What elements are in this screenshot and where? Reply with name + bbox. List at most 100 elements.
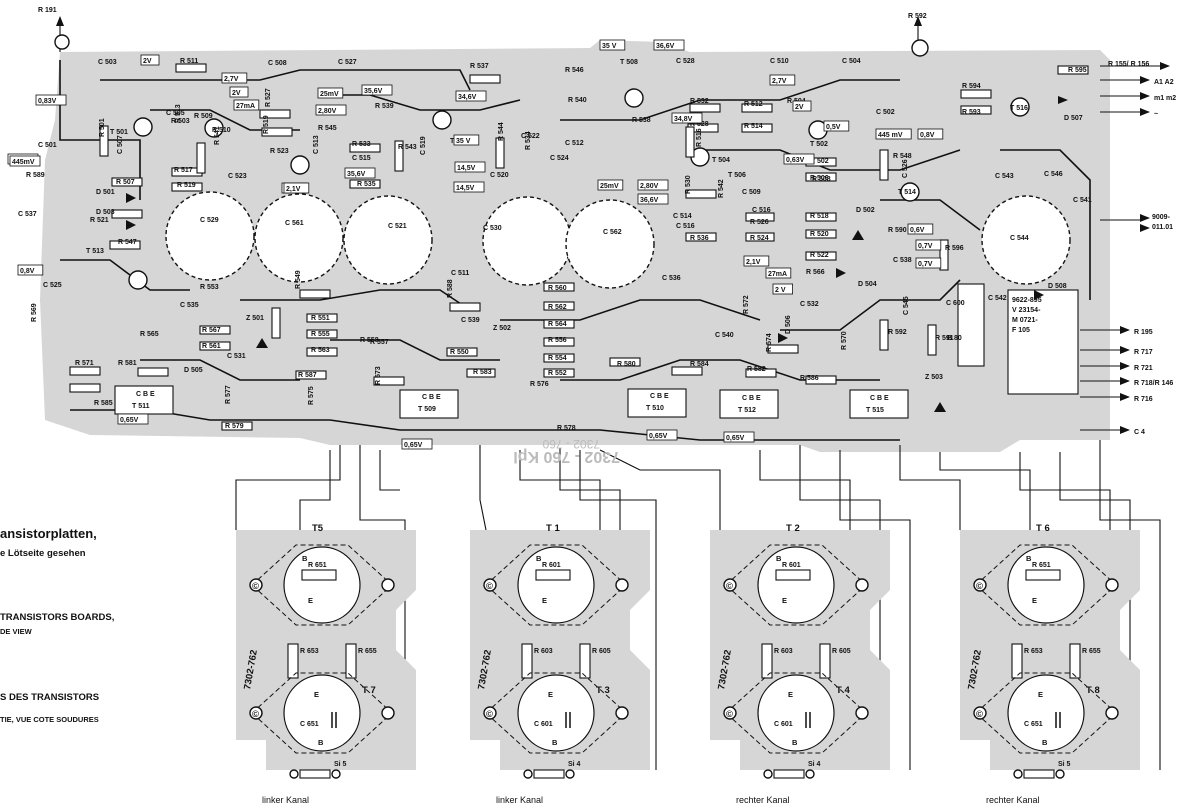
resistor xyxy=(579,643,591,679)
component-label: R 546 xyxy=(565,67,584,74)
copyright-mark: © xyxy=(976,581,983,592)
voltage-label: 34,6V xyxy=(458,94,477,101)
pin-labels: C B E xyxy=(742,395,761,402)
channel-label: rechter Kanal xyxy=(986,795,1040,805)
component-label: R 571 xyxy=(75,360,94,367)
component-label: R 516 xyxy=(696,128,703,147)
voltage-label: 2V xyxy=(795,104,804,111)
voltage-label: 35 V xyxy=(602,43,617,50)
component-label: D 504 xyxy=(858,281,877,288)
voltage-box xyxy=(915,239,942,251)
component-label: C 513 xyxy=(313,135,320,154)
pin-b: B xyxy=(318,738,324,747)
voltage-label: 2,7V xyxy=(224,76,239,83)
caption-de-1: ansistorplatten, xyxy=(0,526,97,541)
voltage-label: 0,8V xyxy=(920,132,935,139)
component-label: T 514 xyxy=(898,189,916,196)
copyright-mark: © xyxy=(726,581,733,592)
voltage-box xyxy=(917,128,944,140)
component-label: R 534 xyxy=(525,131,532,150)
transistor-label: T 512 xyxy=(738,407,756,414)
resistor xyxy=(301,569,337,581)
board-copper xyxy=(236,530,416,770)
resistor-label: R 605 xyxy=(832,648,851,655)
pin-e: E xyxy=(782,596,787,605)
voltage-box xyxy=(637,193,669,205)
component-label: R 520 xyxy=(810,231,829,238)
component-label: C 532 xyxy=(800,301,819,308)
voltage-box xyxy=(783,153,815,165)
voltage-box xyxy=(283,182,310,194)
voltage-box xyxy=(233,99,260,111)
cap-outline xyxy=(482,196,572,286)
voltage-box xyxy=(769,74,796,86)
resistor xyxy=(521,643,533,679)
component-label: D 503 xyxy=(96,209,115,216)
transistor-box-t510 xyxy=(627,388,687,418)
component-label: R 541 xyxy=(214,126,221,145)
voltage-box xyxy=(453,181,485,193)
component-label: R 596 xyxy=(945,245,964,252)
component-label: R 556 xyxy=(548,337,567,344)
mount-hole xyxy=(381,706,395,720)
mount-hole xyxy=(855,706,869,720)
pin-labels: C B E xyxy=(650,393,669,400)
voltage-box xyxy=(599,39,626,51)
component-label: Z 502 xyxy=(493,325,511,332)
pin-e: E xyxy=(314,690,319,699)
voltage-label: 0,65V xyxy=(649,433,668,440)
component-label: R 543 xyxy=(398,144,417,151)
mount-hole xyxy=(483,706,497,720)
component-label: R 564 xyxy=(548,321,567,328)
pin-b: B xyxy=(792,738,798,747)
component-label: R 552 xyxy=(548,370,567,377)
voltage-box xyxy=(221,72,248,84)
voltage-box xyxy=(637,179,669,191)
cap-outline xyxy=(254,193,344,283)
transistor-pad xyxy=(133,117,153,137)
pin-e: E xyxy=(788,690,793,699)
mount-hole xyxy=(1105,578,1119,592)
connector-label: 9009-011.01 xyxy=(1152,214,1173,231)
resistor xyxy=(761,643,773,679)
fuse xyxy=(1023,769,1055,779)
component-label: R 537 xyxy=(470,63,489,70)
component-label: R 521 xyxy=(90,217,109,224)
component-label: B 80 xyxy=(947,335,962,342)
fuse-label: Si 4 xyxy=(808,761,821,768)
component-label: C 525 xyxy=(43,282,62,289)
resistor-label: R 601 xyxy=(542,562,561,569)
voltage-box xyxy=(743,255,770,267)
voltage-box xyxy=(875,128,912,140)
component-label: R 553 xyxy=(200,284,219,291)
voltage-box xyxy=(915,257,942,269)
voltage-box xyxy=(646,429,678,441)
component-label: R 508 xyxy=(812,176,831,183)
voltage-box xyxy=(344,167,376,179)
transistor-pad xyxy=(1010,97,1030,117)
component-label: R 524 xyxy=(750,235,769,242)
mount-hole xyxy=(249,706,263,720)
resistor xyxy=(1011,643,1023,679)
component-label: R 590 xyxy=(888,227,907,234)
component-label: R 578 xyxy=(557,425,576,432)
transistor-name: T 2 xyxy=(786,523,800,534)
component-label: R 535 xyxy=(357,181,376,188)
component-label: R 522 xyxy=(810,252,829,259)
voltage-box xyxy=(597,179,624,191)
ic-box xyxy=(1007,289,1079,395)
component-label: R 519 xyxy=(177,182,196,189)
component-label: C 501 xyxy=(38,142,57,149)
voltage-box xyxy=(671,112,703,124)
pin-e: E xyxy=(548,690,553,699)
connector-label: R 195 xyxy=(1134,329,1153,336)
component-label: R 583 xyxy=(473,369,492,376)
component-label: C 543 xyxy=(995,173,1014,180)
component-label: R 589 xyxy=(26,172,45,179)
connector-label: m1 m2 xyxy=(1154,95,1176,102)
component-label: C 526 xyxy=(902,159,909,178)
